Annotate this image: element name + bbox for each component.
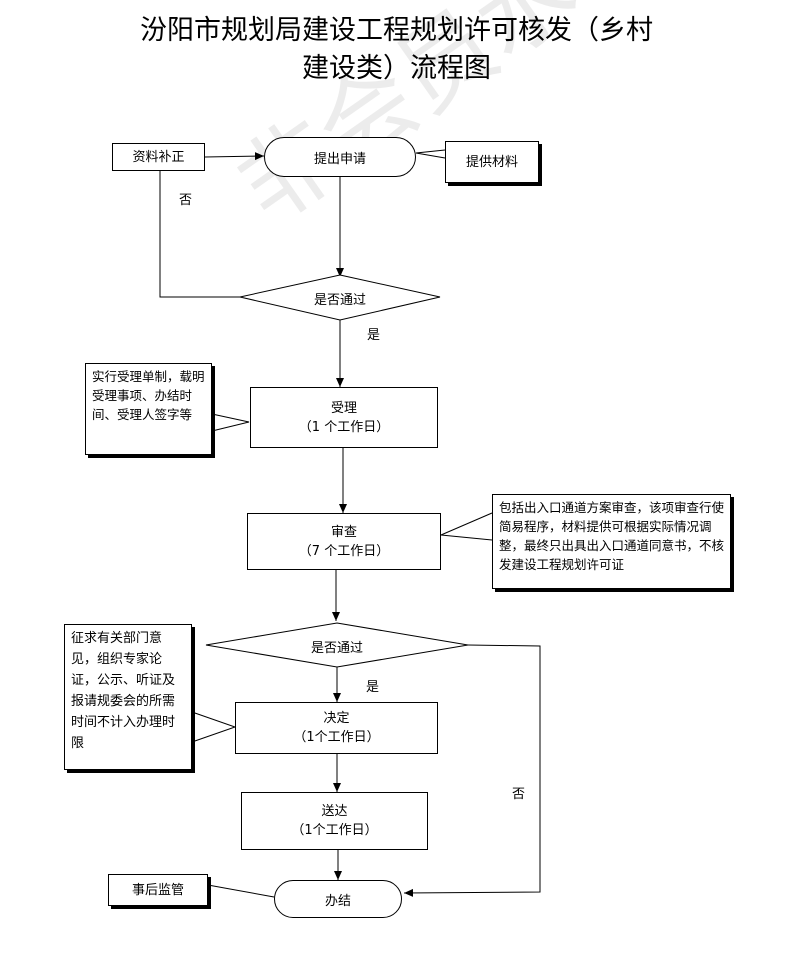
provide-box: 提供材料: [445, 141, 539, 183]
decide-box: 决定 （1个工作日）: [235, 702, 438, 754]
deliver-box: 送达 （1个工作日）: [241, 792, 428, 850]
decide-note-text: 征求有关部门意见，组织专家论证，公示、听证及报请规委会的所需时间不计入办理时限: [71, 631, 176, 751]
decide-label: 决定: [323, 711, 350, 726]
complete-label: 办结: [324, 893, 351, 909]
decision2-diamond: [205, 622, 469, 668]
decision1-label: 是否通过: [313, 293, 366, 308]
provide-label: 提供材料: [465, 154, 518, 170]
accept-label: 受理: [330, 400, 357, 416]
edge-supplement-to-submit: [204, 152, 265, 161]
decision1-diamond: [239, 274, 441, 321]
page-title-line2: 建设类）流程图: [302, 53, 491, 84]
submit-label: 提出申请: [313, 151, 366, 167]
edge-label-no2: 否: [512, 787, 526, 802]
edge-decision1-no-loop: [159, 170, 240, 298]
review-label: 审查: [330, 524, 357, 540]
complete-terminal: 办结: [274, 880, 402, 918]
accept-box: 受理 （1 个工作日）: [250, 387, 438, 448]
edge-supervise-to-complete: [207, 884, 275, 898]
edge-decision2-no-to-complete: [403, 644, 541, 897]
supplement-box: 资料补正: [112, 143, 205, 171]
review-days: （7 个工作日）: [298, 543, 390, 559]
accept-days: （1 个工作日）: [298, 419, 390, 435]
decision2-label: 是否通过: [310, 641, 363, 656]
deliver-label: 送达: [321, 804, 348, 819]
callout-provide-bottom: [415, 152, 446, 159]
edge-label-no1: 否: [179, 193, 193, 208]
page-title-line1: 汾阳市规划局建设工程规划许可核发（乡村: [140, 15, 653, 46]
edge-label-yes2: 是: [366, 680, 380, 695]
decide-note: 征求有关部门意见，组织专家论证，公示、听证及报请规委会的所需时间不计入办理时限: [64, 624, 192, 770]
review-note: 包括出入口通道方案审查，该项审查行使简易程序，材料提供可根据实际情况调整，最终只…: [492, 494, 731, 589]
callout-provide-top: [415, 149, 446, 154]
callout-review-pointer: [440, 512, 493, 536]
supervise-box: 事后监管: [108, 874, 208, 906]
supplement-label: 资料补正: [132, 149, 185, 165]
decide-days: （1个工作日）: [293, 730, 380, 745]
review-box: 审查 （7 个工作日）: [247, 513, 441, 570]
accept-note: 实行受理单制，载明受理事项、办结时间、受理人签字等: [85, 363, 212, 455]
accept-note-text: 实行受理单制，载明受理事项、办结时间、受理人签字等: [92, 369, 205, 422]
deliver-days: （1个工作日）: [291, 823, 378, 838]
callout-accept-pointer: [211, 413, 250, 432]
edge-label-yes1: 是: [367, 328, 381, 343]
callout-review-pointer-2: [440, 534, 493, 541]
supervise-label: 事后监管: [131, 882, 184, 898]
review-note-text: 包括出入口通道方案审查，该项审查行使简易程序，材料提供可根据实际情况调整，最终只…: [499, 500, 725, 572]
callout-decide-pointer: [191, 711, 237, 743]
submit-terminal: 提出申请: [264, 137, 416, 177]
